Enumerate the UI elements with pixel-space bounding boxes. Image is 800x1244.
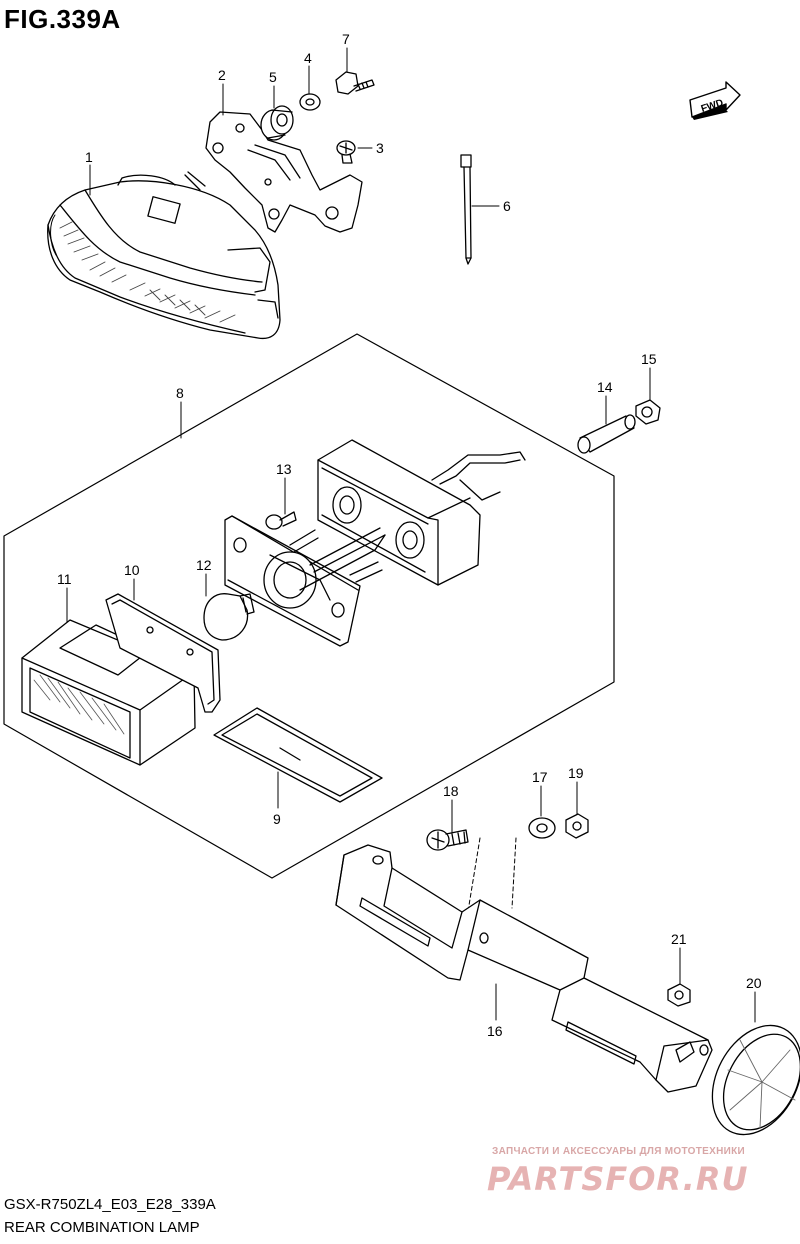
part-19-nut [565,813,589,839]
part-5-grommet [260,105,294,141]
part-18-bolt [426,829,469,851]
callout-6: 6 [503,198,511,214]
callout-4: 4 [304,50,312,66]
callout-20: 20 [746,975,762,991]
callout-21: 21 [671,931,687,947]
callout-18: 18 [443,783,459,799]
part-14-spacer [577,414,636,454]
part-2-bracket [205,111,363,233]
forward-arrow-icon: FWD [689,81,741,120]
watermark-caption: ЗАПЧАСТИ И АКСЕССУАРЫ ДЛЯ МОТОТЕХНИКИ [492,1146,745,1157]
part-4-washer [299,93,321,111]
part-21-nut [667,983,691,1007]
callout-19: 19 [568,765,584,781]
callout-numbers: 1 2 3 4 5 6 7 8 9 10 11 12 13 14 15 16 1… [57,31,762,1039]
watermark-logo: PARTSFOR.RU [487,1160,749,1198]
part-12-bulb [203,593,255,641]
part-10-gasket [105,593,221,713]
part-7-bolt [335,71,375,95]
model-code: GSX-R750ZL4_E03_E28_339A [4,1196,216,1213]
figure-title: FIG.339A [4,4,121,34]
part-15-nut [635,399,661,425]
part-1-tail-lamp [47,171,281,340]
callout-leader-lines [66,47,756,1023]
part-6-cable-tie [460,154,472,265]
part-8-sub-assembly-outline [3,333,615,879]
part-17-washer [528,817,556,839]
part-13-screw [265,511,297,530]
callout-3: 3 [376,140,384,156]
part-20-reflector [711,1024,800,1136]
callout-13: 13 [276,461,292,477]
callout-12: 12 [196,557,212,573]
callout-10: 10 [124,562,140,578]
callout-15: 15 [641,351,657,367]
assembly-name: REAR COMBINATION LAMP [4,1219,200,1236]
callout-14: 14 [597,379,613,395]
callout-11: 11 [57,571,72,587]
callout-16: 16 [487,1023,503,1039]
callout-5: 5 [269,69,277,85]
bulb-socket-plate [224,515,386,647]
callout-1: 1 [85,149,93,165]
callout-2: 2 [218,67,226,83]
callout-7: 7 [342,31,350,47]
callout-9: 9 [273,811,281,827]
part-9-lens-cover [213,707,383,803]
part-16-bracket [335,844,713,1093]
callout-17: 17 [532,769,548,785]
part-3-screw [336,140,356,164]
license-lamp-housing [317,439,526,586]
callout-8: 8 [176,385,184,401]
